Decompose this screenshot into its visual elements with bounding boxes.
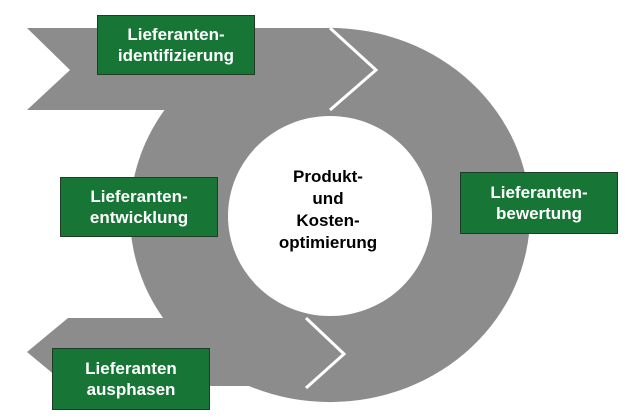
development-line-1: Lieferanten-: [90, 187, 188, 206]
development-line-2: entwicklung: [89, 208, 189, 227]
phase-out-line-1: Lieferanten: [85, 359, 177, 378]
identification-line-1: Lieferanten-: [127, 25, 225, 44]
center-line-4: optimierung: [278, 233, 378, 252]
evaluation-line-2: bewertung: [496, 204, 582, 223]
phase-out-box: Lieferanten ausphasen: [52, 348, 210, 410]
cycle-ring: [129, 27, 530, 403]
evaluation-line-1: Lieferanten-: [490, 183, 588, 202]
center-line-3: Kosten-: [296, 211, 360, 230]
phase-out-line-2: ausphasen: [86, 380, 176, 399]
entry-arrow-separator: [328, 26, 379, 112]
evaluation-box: Lieferanten- bewertung: [460, 172, 618, 234]
identification-box: Lieferanten- identifizierung: [97, 15, 255, 75]
development-box: Lieferanten- entwicklung: [60, 177, 218, 237]
center-line-2: und: [312, 189, 344, 208]
identification-line-2: identifizierung: [117, 46, 235, 65]
center-label: Produkt- und Kosten- optimierung: [258, 166, 398, 254]
exit-arrow-separator: [304, 316, 347, 390]
center-line-1: Produkt-: [293, 167, 363, 186]
